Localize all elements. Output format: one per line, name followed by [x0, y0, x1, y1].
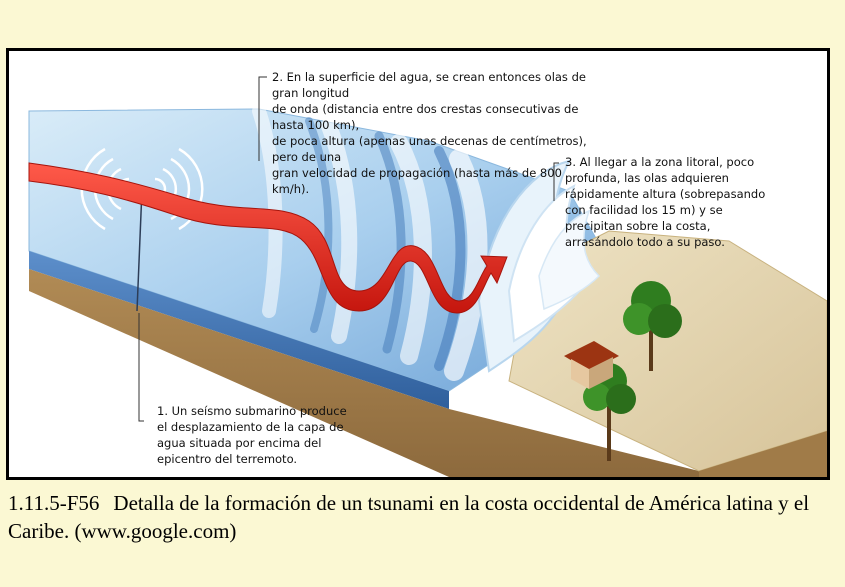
caption-text: Detalla de la formación de un tsunami en…	[8, 491, 810, 543]
step-3-label: 3. Al llegar a la zona litoral, poco pro…	[565, 155, 766, 249]
epicenter-fault-line	[136, 188, 143, 312]
caption-number: 1.11.5-F56	[8, 491, 100, 515]
coast-land	[508, 230, 827, 472]
step-1-label: 1. Un seísmo submarino produce el despla…	[157, 404, 347, 466]
sea-front	[29, 251, 449, 409]
coastal-trees	[583, 281, 682, 461]
tsunami-illustration	[28, 76, 827, 477]
wave-crests	[252, 104, 488, 381]
leader-lines	[138, 76, 559, 422]
breaking-wave	[477, 159, 601, 373]
step-2-label: 2. En la superficie del agua, se crean e…	[272, 70, 587, 196]
propagation-arrow	[28, 162, 508, 314]
coastal-house	[564, 341, 619, 389]
seabed-side	[29, 269, 699, 477]
coast-side	[699, 431, 827, 477]
tsunami-figure: 2. En la superficie del agua, se crean e…	[6, 48, 830, 480]
